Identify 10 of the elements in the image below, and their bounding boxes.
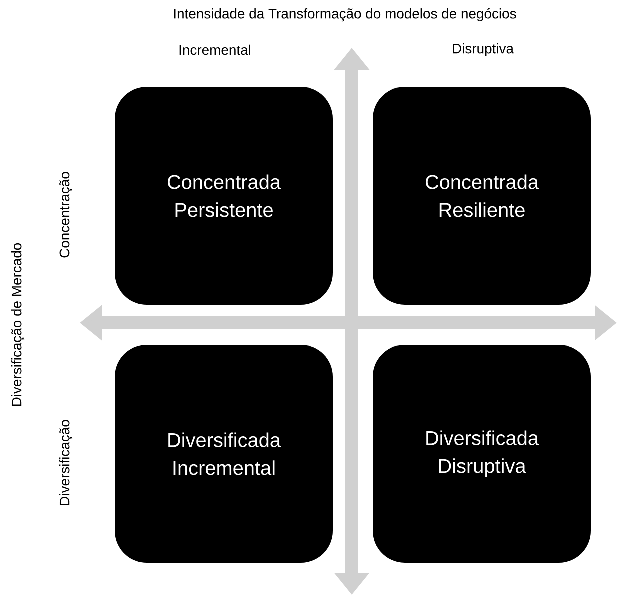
quadrant-box: Diversificada Incremental [115, 345, 333, 563]
axis-label: Diversificação [59, 420, 73, 506]
quadrant-box: Concentrada Persistente [115, 87, 333, 305]
axis-label: Intensidade da Transformação do modelos de negócios [174, 8, 516, 22]
quadrant-box: Concentrada Resiliente [373, 87, 591, 305]
axis-label: Disruptiva [453, 44, 514, 56]
axis-label: Diversificação de Mercado [11, 243, 25, 406]
axis-label: Incremental [180, 44, 250, 56]
quadrant-box: Diversificada Disruptiva [373, 345, 591, 563]
axis-label: Concentração [60, 172, 72, 258]
